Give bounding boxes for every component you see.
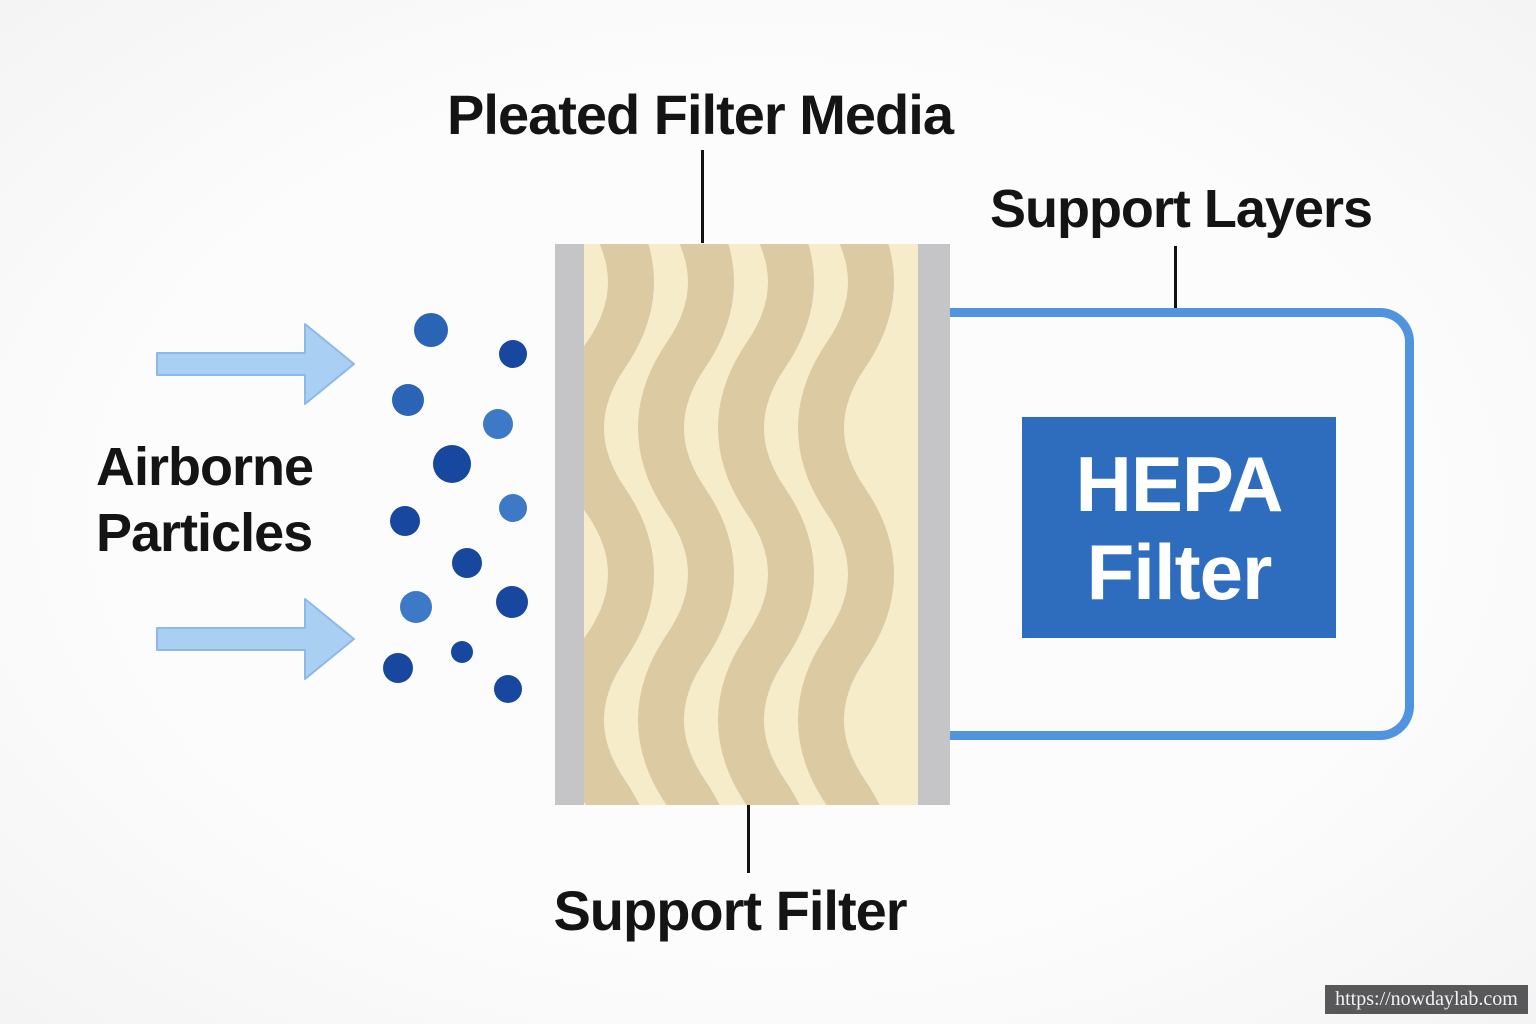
filter-frame-right-bar (918, 244, 950, 805)
airborne-particle-dot (414, 313, 448, 347)
support-filter-label: Support Filter (553, 879, 907, 942)
airborne-particle-dot (451, 641, 473, 663)
airborne-particle-dot (383, 653, 413, 683)
hepa-filter-box-line1: HEPA (1075, 439, 1284, 528)
airborne-particle-dot (390, 506, 420, 536)
hepa-filter-box-line2: Filter (1086, 527, 1273, 616)
airborne-particle-dot (433, 445, 471, 483)
watermark-url-text: https://nowdaylab.com (1335, 988, 1518, 1010)
airborne-particle-dot (494, 675, 522, 703)
airborne-particle-dot (496, 586, 528, 618)
hepa-filter-box: HEPA Filter (1022, 417, 1336, 638)
pleated-filter-media-label: Pleated Filter Media (447, 83, 954, 146)
airborne-particles-label-line1: Airborne (96, 437, 314, 497)
airborne-particle-dot (499, 340, 527, 368)
support-layers-label: Support Layers (989, 179, 1373, 239)
airborne-particle-dot (452, 548, 482, 578)
pleat-waves-illustration (584, 244, 894, 805)
airborne-particle-dot (499, 494, 527, 522)
pleated-filter-media-graphic (584, 244, 918, 805)
pleated-filter-media-leader-line (701, 150, 704, 243)
support-layers-housing-outline (948, 308, 1414, 740)
airborne-particle-dot (483, 409, 513, 439)
support-layers-leader-line (1174, 246, 1177, 308)
filter-frame-left-bar (555, 244, 584, 805)
airflow-arrow-bottom-icon (156, 598, 355, 680)
airborne-particle-dot (400, 591, 432, 623)
airborne-particles-label: Airborne Particles (96, 434, 314, 566)
airborne-particle-dot (392, 384, 424, 416)
airborne-particles-label-line2: Particles (96, 503, 313, 563)
support-filter-leader-line (747, 805, 750, 873)
watermark-badge: https://nowdaylab.com (1325, 985, 1528, 1014)
airflow-arrow-top-icon (156, 323, 355, 405)
